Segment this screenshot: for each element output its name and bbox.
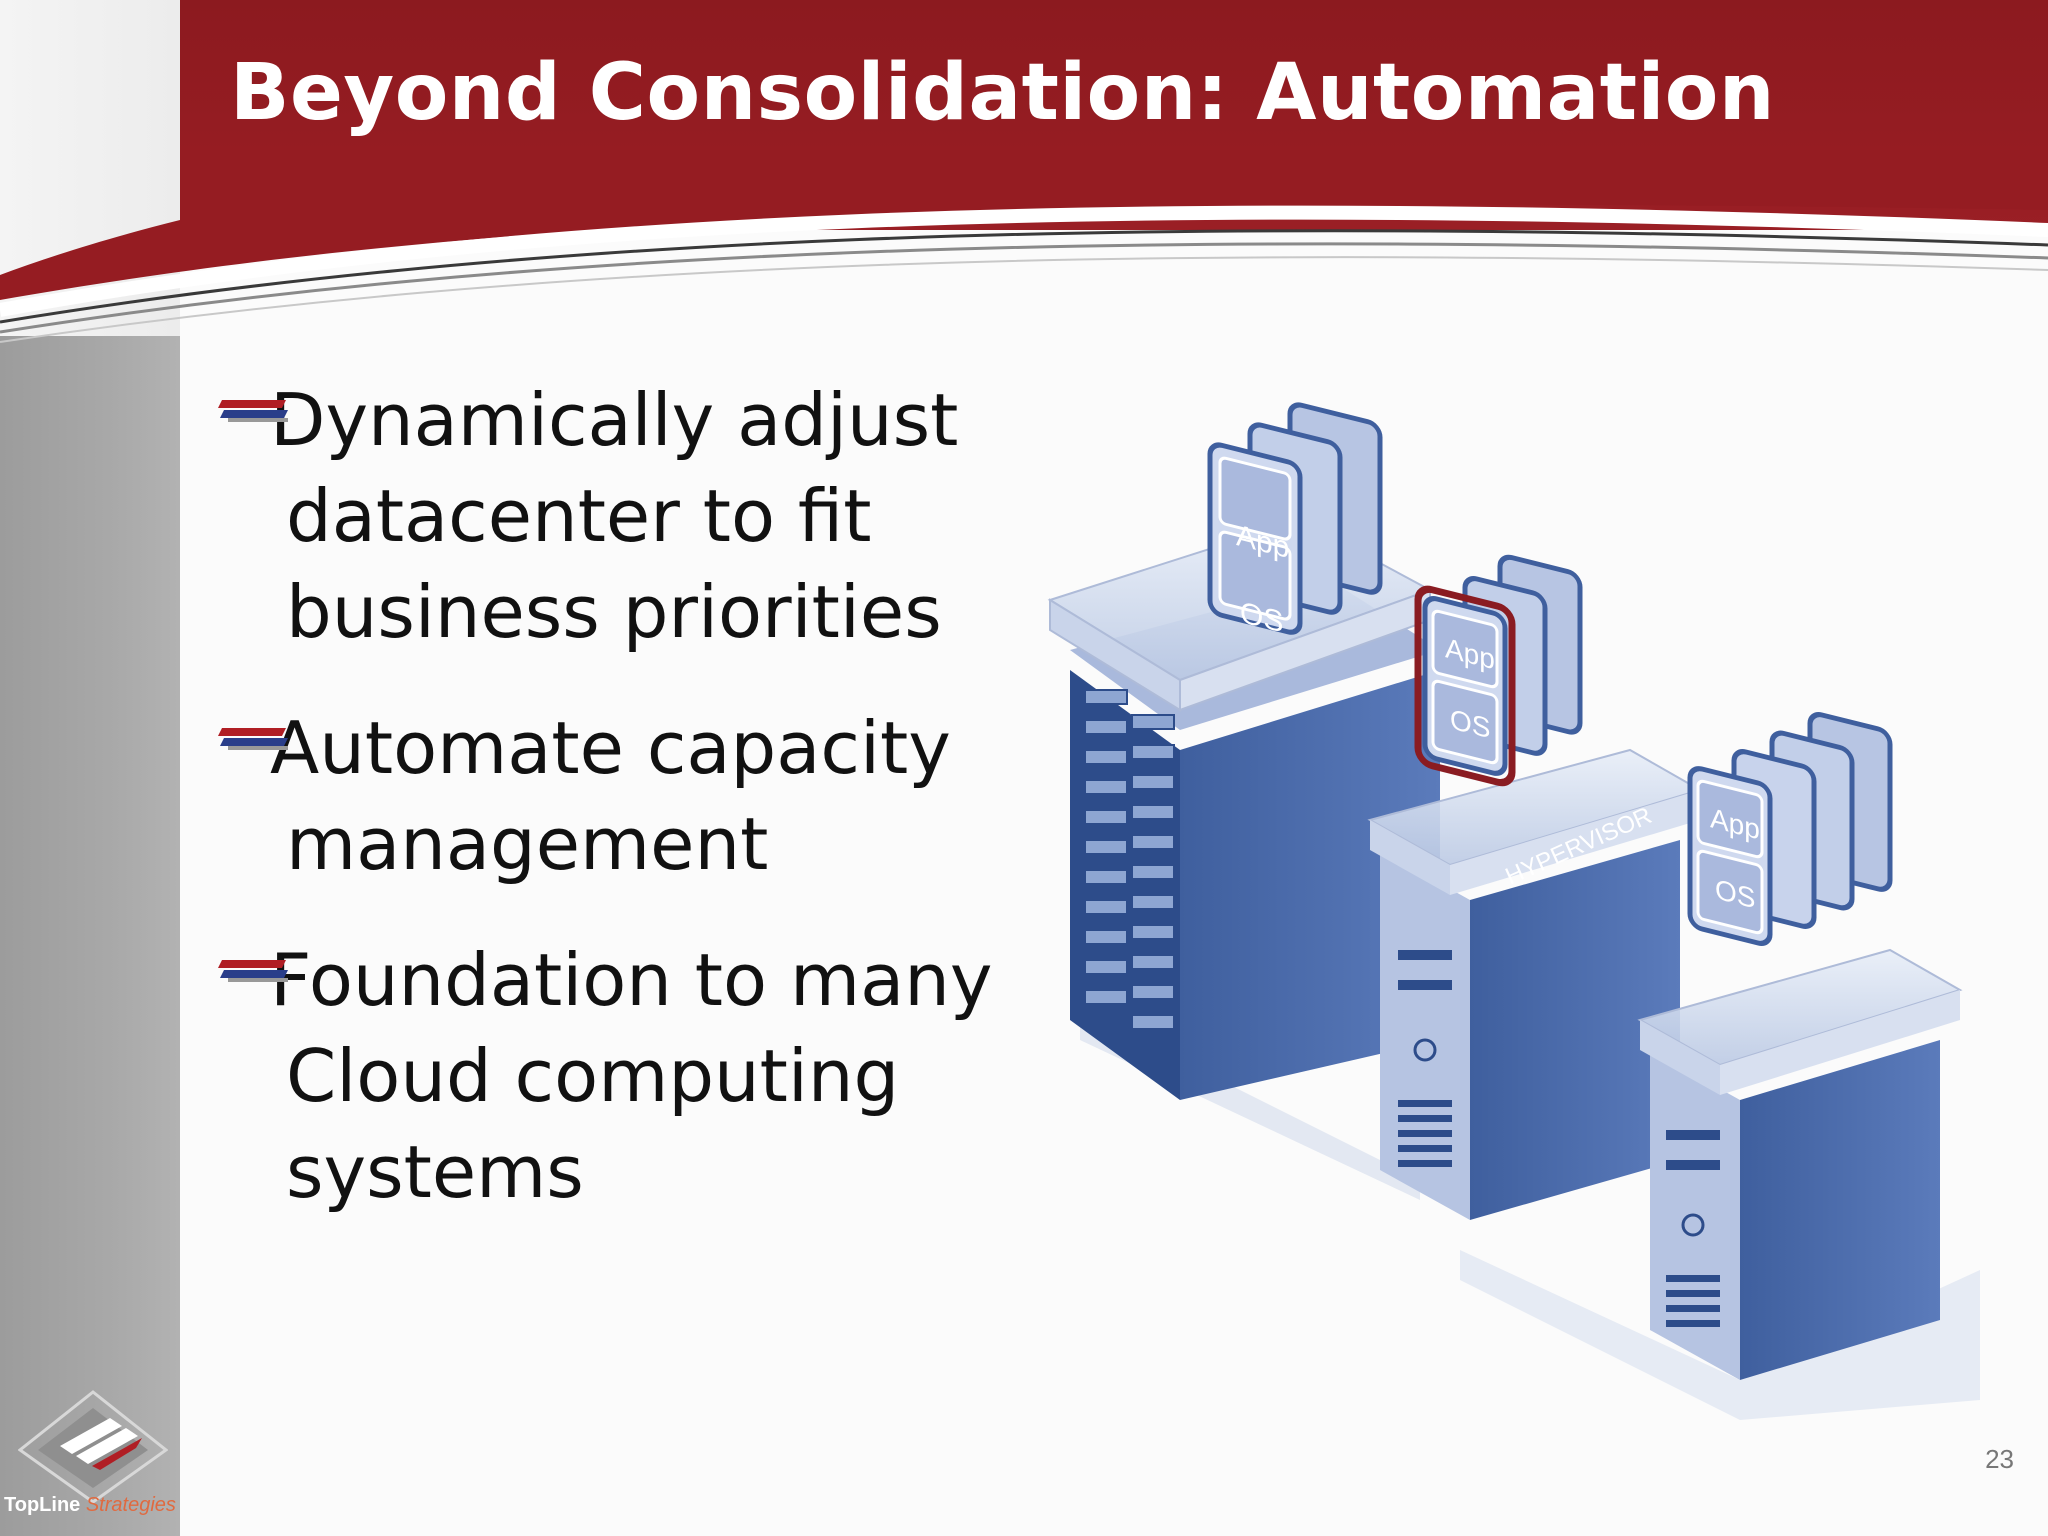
bullet-item: Foundation to many Cloud computing syste…: [218, 932, 1078, 1220]
logo-name-part1: TopLine: [4, 1494, 81, 1516]
bullet-text: Automate capacity management: [270, 706, 951, 886]
vm-stack: App OS: [1414, 554, 1583, 787]
bullet-text: Dynamically adjust datacenter to fit bus…: [270, 378, 959, 654]
slide-title: Beyond Consolidation: Automation: [230, 48, 1775, 138]
bullet-text: Foundation to many Cloud computing syste…: [270, 938, 993, 1214]
virtualization-illustration: App OS HYPERVISOR: [1047, 402, 1980, 1420]
bullet-marker-icon: [218, 728, 288, 750]
bullet-item: Automate capacity management: [218, 700, 1078, 892]
bullet-marker-icon: [218, 400, 288, 422]
bullet-item: Dynamically adjust datacenter to fit bus…: [218, 372, 1078, 660]
page-number: 23: [1985, 1444, 2014, 1474]
tower-server-right: [1637, 948, 1963, 1380]
bullet-list: Dynamically adjust datacenter to fit bus…: [218, 372, 1078, 1260]
rack-server: [1047, 518, 1440, 1100]
selected-vm-highlight: [1414, 585, 1516, 787]
tower-server-middle: HYPERVISOR: [1367, 748, 1703, 1220]
logo-name-part2: Strategies: [85, 1494, 176, 1516]
bullet-marker-icon: [218, 960, 288, 982]
vm-stack: App OS: [1687, 712, 1893, 946]
topline-logo: [18, 1390, 168, 1504]
vm-stack: App OS: [1207, 402, 1383, 640]
left-gray-band: [0, 336, 180, 1536]
header-swoosh: [0, 150, 2048, 343]
logo-text: TopLine Strategies: [4, 1494, 176, 1517]
